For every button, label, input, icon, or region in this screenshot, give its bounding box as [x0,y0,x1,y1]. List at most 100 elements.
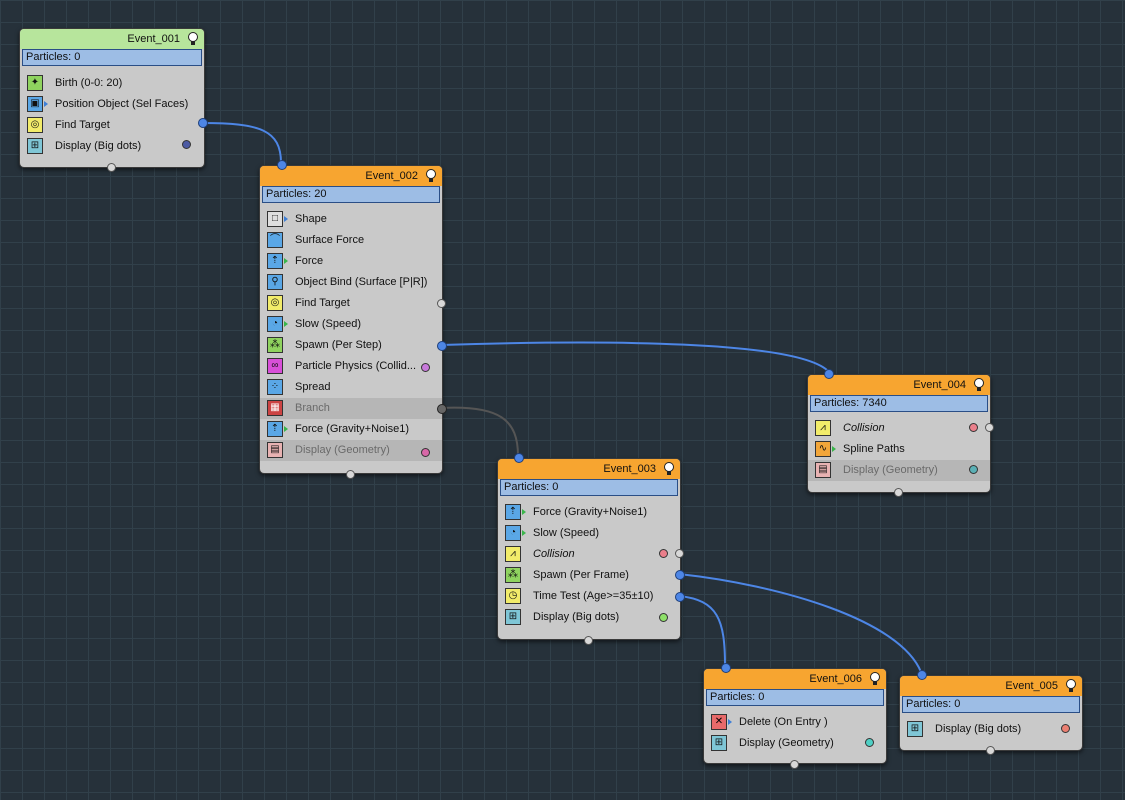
operator-find-target[interactable]: ◎ Find Target [260,293,442,314]
event-004-node[interactable]: Event_004 Particles: 7340 ⩘ Collision ∿ … [807,369,994,497]
event-004-collision-color-dot[interactable] [969,423,978,432]
operator-force[interactable]: ⇡ Force [260,251,442,272]
event-005-header[interactable]: Event_005 [900,676,1082,696]
event-002-header[interactable]: Event_002 [260,166,442,186]
wire-event002-to-event003[interactable] [440,406,519,457]
operator-shape[interactable]: □ Shape [260,209,442,230]
operator-object-bind[interactable]: ⚲ Object Bind (Surface [P|R]) [260,272,442,293]
lightbulb-icon[interactable] [664,462,674,475]
operator-arrow-icon [284,216,288,222]
event-006-bottom-output[interactable] [790,760,799,769]
event-002-spawn-output[interactable] [437,341,447,351]
operator-collision[interactable]: ⩘ Collision [498,544,680,565]
event-002-particles: Particles: 20 [262,186,440,203]
event-004-header[interactable]: Event_004 [808,375,990,395]
particle-physics-icon: ∞ [267,358,283,374]
operator-force-gravity[interactable]: ⇡ Force (Gravity+Noise1) [260,419,442,440]
operator-position-object[interactable]: ▣ Position Object (Sel Faces) [20,94,204,115]
event-002-find-target-output[interactable] [437,299,446,308]
collision-icon: ⩘ [505,546,521,562]
lightbulb-icon[interactable] [974,378,984,391]
operator-display[interactable]: ⊞ Display (Big dots) [498,607,680,628]
event-003-bottom-output[interactable] [584,636,593,645]
event-001-node[interactable]: Event_001 Particles: 0 ✦ Birth (0-0: 20)… [19,28,208,172]
operator-force-gravity[interactable]: ⇡ Force (Gravity+Noise1) [498,502,680,523]
operator-arrow-icon [728,719,732,725]
display-icon: ⊞ [505,609,521,625]
shape-icon: □ [267,211,283,227]
lightbulb-icon[interactable] [188,32,198,45]
event-001-find-target-output[interactable] [198,118,208,128]
operator-spread[interactable]: ⁘ Spread [260,377,442,398]
slow-icon: ◔ [267,316,283,332]
event-001-particles: Particles: 0 [22,49,202,66]
event-001-display-color-dot[interactable] [182,140,191,149]
event-006-input[interactable] [721,663,731,673]
operator-collision[interactable]: ⩘ Collision [808,418,990,439]
slow-icon: ◔ [505,525,521,541]
event-004-display-color-dot[interactable] [969,465,978,474]
operator-display[interactable]: ⊞ Display (Big dots) [20,136,204,157]
event-004-bottom-output[interactable] [894,488,903,497]
operator-spawn[interactable]: ⁂ Spawn (Per Step) [260,335,442,356]
event-002-node[interactable]: Event_002 Particles: 20 □ Shape ⌒ Surfac… [259,160,447,479]
spawn-icon: ⁂ [267,337,283,353]
operator-particle-physics[interactable]: ∞ Particle Physics (Collid... [260,356,442,377]
event-001-bottom-output[interactable] [107,163,116,172]
event-006-header[interactable]: Event_006 [704,669,886,689]
event-003-collision-color-dot[interactable] [659,549,668,558]
operator-time-test[interactable]: ◷ Time Test (Age>=35±10) [498,586,680,607]
delete-icon: ✕ [711,714,727,730]
event-005-display-color-dot[interactable] [1061,724,1070,733]
event-005-bottom-output[interactable] [986,746,995,755]
event-002-display-color-dot[interactable] [421,448,430,457]
position-object-icon: ▣ [27,96,43,112]
event-001-title: Event_001 [127,33,180,45]
event-003-time-test-output[interactable] [675,592,685,602]
operator-birth[interactable]: ✦ Birth (0-0: 20) [20,73,204,94]
event-003-spawn-output[interactable] [675,570,685,580]
event-003-input[interactable] [514,453,524,463]
operator-display[interactable]: ⊞ Display (Big dots) [900,719,1082,740]
event-006-display-color-dot[interactable] [865,738,874,747]
event-004-particles: Particles: 7340 [810,395,988,412]
event-002-branch-output[interactable] [437,404,447,414]
event-002-bottom-output[interactable] [346,470,355,479]
wire-event002-to-event004[interactable] [440,341,830,373]
event-006-node[interactable]: Event_006 Particles: 0 ✕ Delete (On Entr… [703,663,887,769]
wire-event003-to-event006[interactable] [678,595,726,667]
operator-display-geometry[interactable]: ▤ Display (Geometry) [808,460,990,481]
event-001-header[interactable]: Event_001 [20,29,204,49]
event-005-node[interactable]: Event_005 Particles: 0 ⊞ Display (Big do… [899,670,1083,755]
operator-find-target[interactable]: ◎ Find Target [20,115,204,136]
operator-spawn[interactable]: ⁂ Spawn (Per Frame) [498,565,680,586]
event-004-input[interactable] [824,369,834,379]
operator-display-geometry[interactable]: ▤ Display (Geometry) [260,440,442,461]
display-geometry-icon: ▤ [267,442,283,458]
wire-event003-to-event005[interactable] [678,573,922,673]
event-004-collision-output[interactable] [985,423,994,432]
operator-slow[interactable]: ◔ Slow (Speed) [260,314,442,335]
lightbulb-icon[interactable] [1066,679,1076,692]
event-003-node[interactable]: Event_003 Particles: 0 ⇡ Force (Gravity+… [497,453,685,645]
wire-event001-to-event002[interactable] [201,122,282,164]
operator-delete[interactable]: ✕ Delete (On Entry ) [704,712,886,733]
display-icon: ⊞ [907,721,923,737]
operator-display-geometry[interactable]: ⊞ Display (Geometry) [704,733,886,754]
lightbulb-icon[interactable] [870,672,880,685]
event-002-physics-color-dot[interactable] [421,363,430,372]
event-003-collision-output[interactable] [675,549,684,558]
surface-force-icon: ⌒ [267,232,283,248]
event-003-header[interactable]: Event_003 [498,459,680,479]
operator-surface-force[interactable]: ⌒ Surface Force [260,230,442,251]
operator-arrow-icon [44,101,48,107]
event-005-input[interactable] [917,670,927,680]
operator-slow[interactable]: ◔ Slow (Speed) [498,523,680,544]
event-002-input[interactable] [277,160,287,170]
force-icon: ⇡ [267,421,283,437]
birth-icon: ✦ [27,75,43,91]
lightbulb-icon[interactable] [426,169,436,182]
operator-branch[interactable]: ▦ Branch [260,398,442,419]
operator-spline-paths[interactable]: ∿ Spline Paths [808,439,990,460]
event-003-display-color-dot[interactable] [659,613,668,622]
